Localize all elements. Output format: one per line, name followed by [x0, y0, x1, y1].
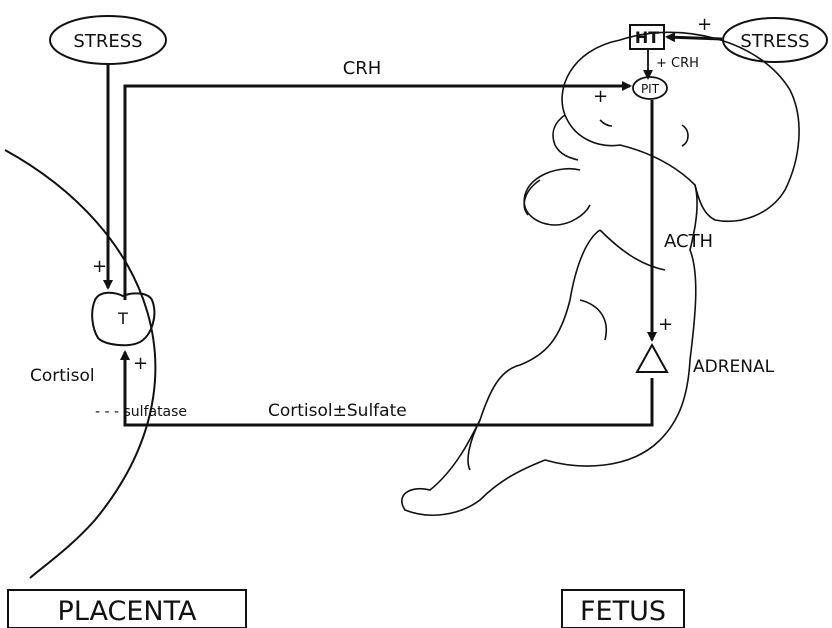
adrenal-label: ADRENAL — [693, 357, 775, 377]
stress-right-label: STRESS — [740, 31, 809, 52]
plus-sign: + — [658, 314, 673, 335]
acth-label: ACTH — [664, 231, 713, 252]
crh-path — [125, 86, 630, 300]
pit-label: PIT — [641, 82, 660, 96]
adrenal-triangle — [637, 345, 667, 372]
stress-to-ht-arrow — [667, 37, 722, 39]
sulfatase-label: - - - sulfatase — [95, 404, 187, 420]
plus-sign: + — [92, 256, 107, 277]
plus-sign: + — [133, 353, 148, 374]
crh-label: CRH — [343, 58, 382, 79]
placenta-label: PLACENTA — [58, 596, 197, 627]
fetus-label: FETUS — [580, 596, 666, 627]
stress-left-label: STRESS — [73, 31, 142, 52]
plus-sign: + — [593, 86, 608, 107]
cortisol-sulfate-label: Cortisol±Sulfate — [268, 401, 407, 421]
trophoblast-label: T — [117, 309, 128, 328]
crh-small-label: + CRH — [656, 56, 699, 71]
cortisol-label: Cortisol — [30, 366, 95, 386]
plus-sign: + — [697, 14, 712, 35]
ht-label: HT — [635, 28, 659, 47]
